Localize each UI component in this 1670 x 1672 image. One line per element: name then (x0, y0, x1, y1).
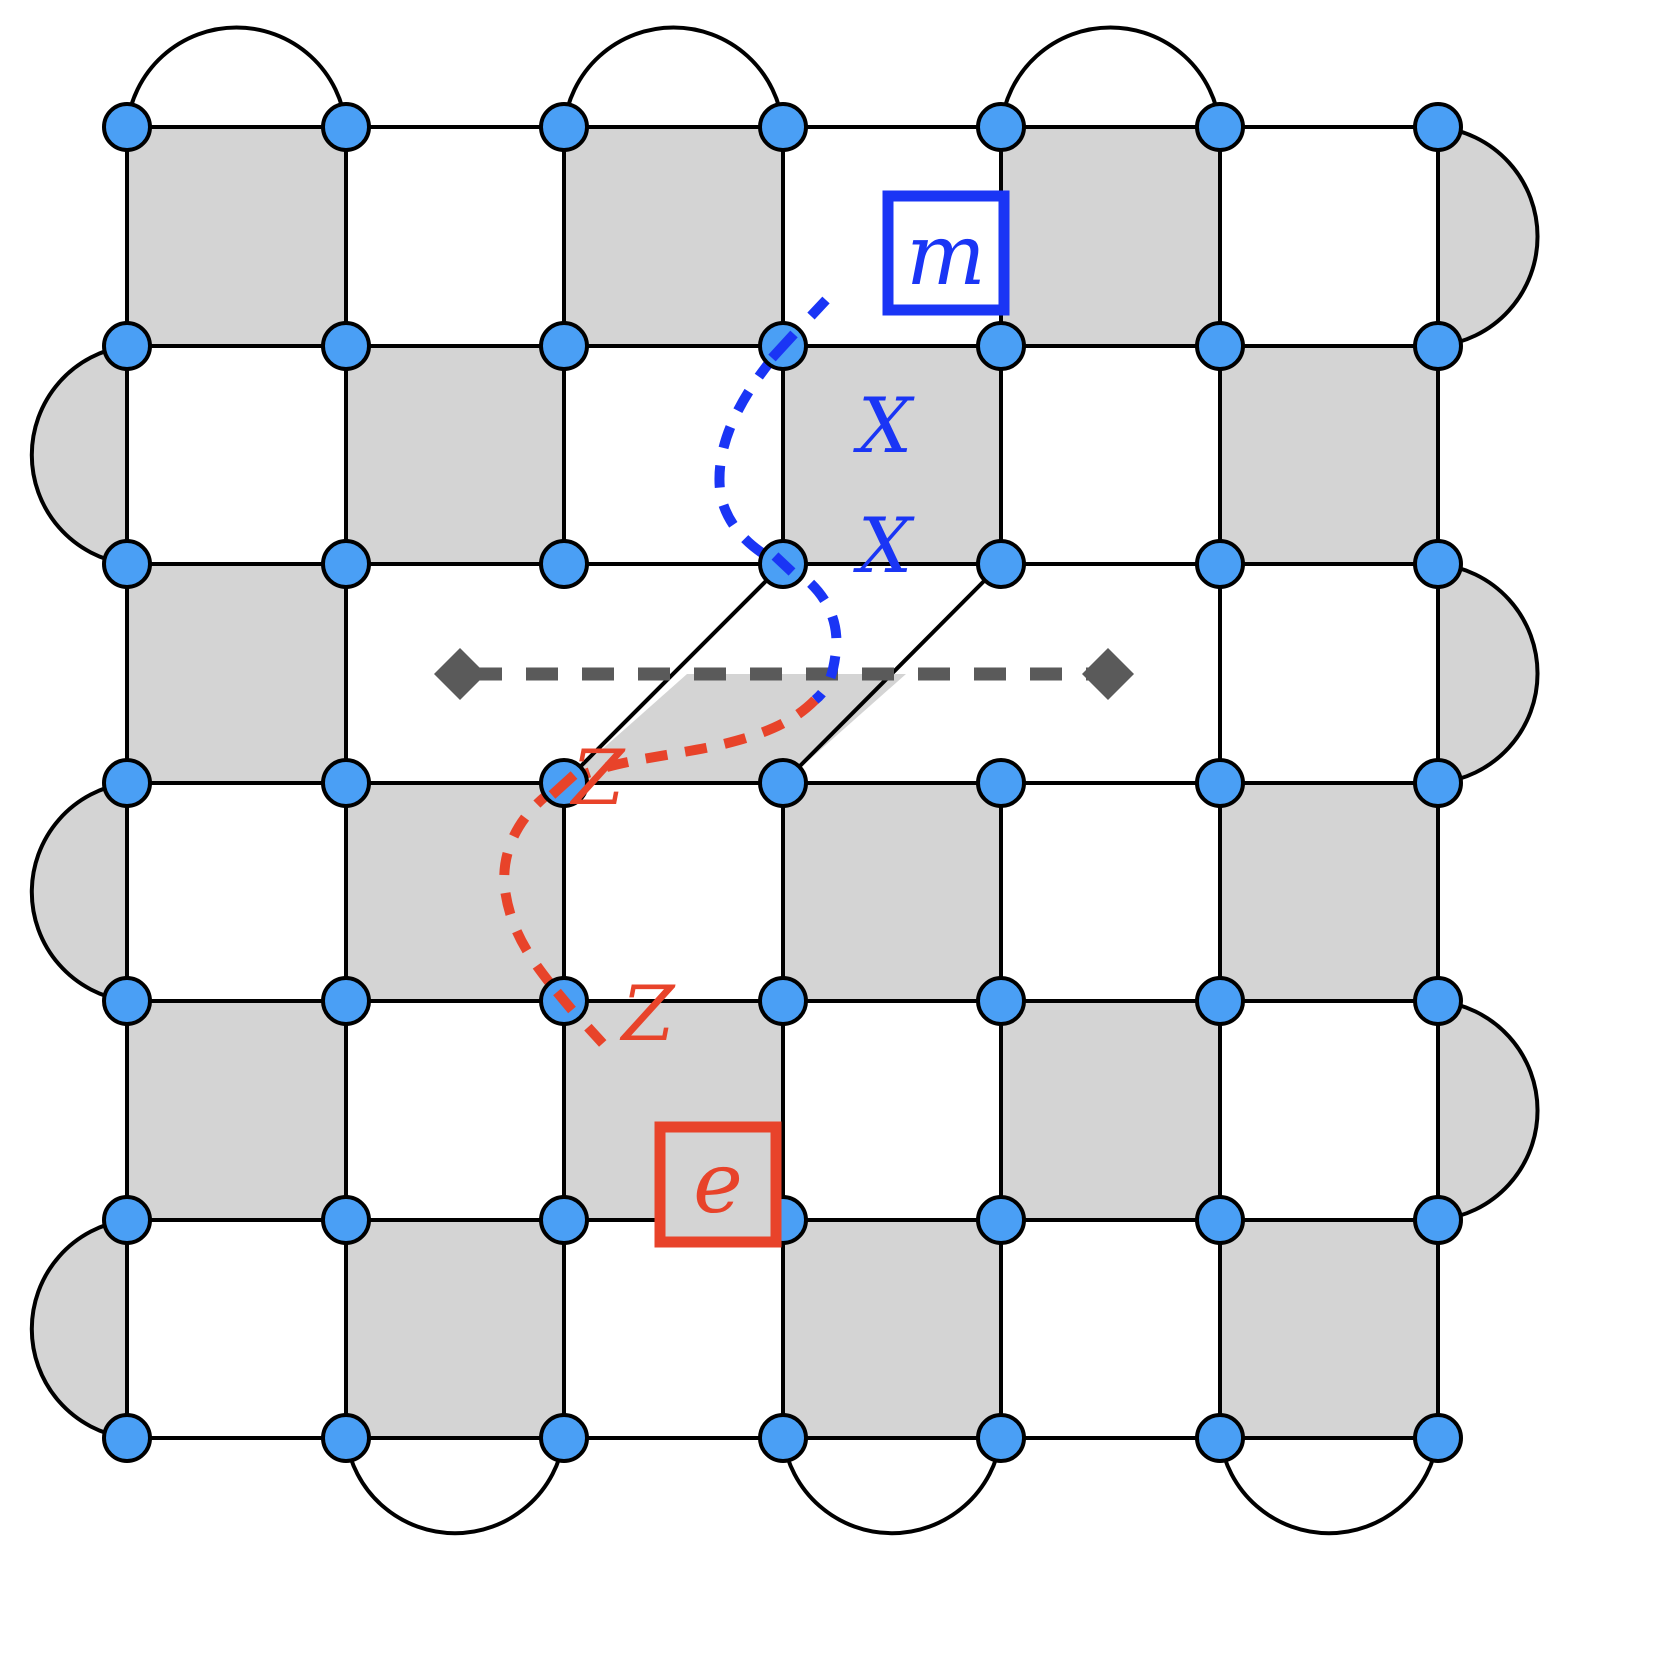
x-operator-label-1: X (853, 381, 915, 470)
gray-plaquettes (127, 127, 1438, 1438)
z-operator-label-1: Z (570, 733, 626, 822)
z-operator-label-2: Z (620, 969, 676, 1058)
m-anyon: m (882, 190, 1010, 316)
e-anyon-label: e (693, 1134, 743, 1232)
twist-defect-left-icon (434, 648, 486, 700)
boundary-arcs (29, 25, 1540, 1536)
e-string-path (499, 696, 819, 1051)
x-operator-label-2: X (853, 501, 915, 590)
m-string-over-qubit (768, 330, 798, 362)
m-string-over-qubit-2 (771, 552, 796, 576)
qubits (102, 102, 1463, 1463)
m-anyon-label: m (906, 206, 986, 304)
e-anyon: e (654, 1121, 782, 1248)
e-string-over-qubit-2 (553, 988, 576, 1014)
twist-defect-right-icon (1082, 648, 1134, 700)
domain-wall (434, 648, 1134, 700)
e-string-over-qubit (548, 771, 578, 799)
